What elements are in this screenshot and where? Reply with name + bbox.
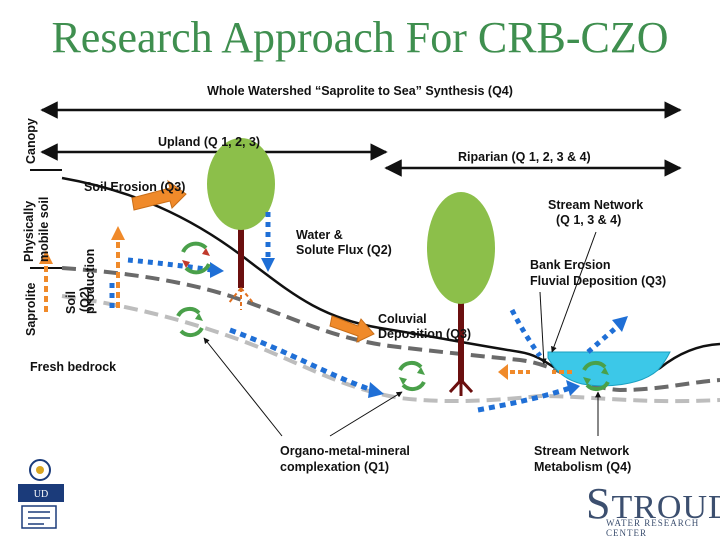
stroud-logo: STROUD — [586, 479, 720, 528]
blue-flux-out-upper-head — [612, 316, 628, 332]
svg-text:UD: UD — [34, 489, 48, 500]
water-flux-label-1: Water & — [296, 228, 343, 242]
page-title: Research Approach For CRB-CZO — [51, 13, 669, 62]
blue-flux-stream-lower-head — [566, 380, 580, 396]
riparian-tree-canopy — [427, 192, 495, 304]
stream-water — [547, 351, 671, 387]
upland-tree-trunk — [238, 218, 244, 288]
organo-label-2: complexation (Q1) — [280, 460, 390, 474]
soil-production-orange-head — [111, 226, 125, 240]
soil-erosion-arrow — [131, 179, 187, 211]
soil-production-label-1: Soil — [64, 291, 78, 314]
blue-flux-deep-head — [368, 382, 384, 398]
metabolism-label-1: Stream Network — [534, 444, 630, 458]
blue-flux-soil-lateral — [127, 257, 213, 273]
organo-callout-2 — [329, 391, 403, 437]
fluvial-deposition-label: Fluvial Deposition (Q3) — [530, 274, 667, 288]
riparian-label: Riparian (Q 1, 2, 3 & 4) — [458, 150, 591, 164]
riparian-tree-roots — [448, 378, 474, 396]
coluvial-label-2: Deposition (Q3) — [378, 327, 472, 341]
upland-label: Upland (Q 1, 2, 3) — [158, 135, 261, 149]
blue-flux-stream-lower — [477, 385, 571, 413]
synthesis-label: Whole Watershed “Saprolite to Sea” Synth… — [207, 84, 513, 98]
cycle-symbol-3 — [398, 360, 426, 392]
cycle-symbol-1 — [181, 241, 211, 275]
saprolite-orange-head — [39, 250, 53, 264]
organo-label-1: Organo-metal-mineral — [280, 444, 410, 458]
upland-tree-roots — [227, 287, 255, 310]
organo-callout — [203, 337, 283, 437]
water-flux-label-2: Solute Flux (Q2) — [296, 243, 392, 257]
stream-network-callout — [551, 231, 597, 353]
cycle-symbol-4 — [582, 360, 610, 392]
fresh-bedrock-label: Fresh bedrock — [30, 360, 117, 374]
stream-network-label-2: (Q 1, 3 & 4) — [556, 213, 622, 227]
blue-flux-water-head — [261, 258, 275, 272]
layer-mobile-soil-label-2: mobile soil — [37, 196, 51, 262]
soil-erosion-label: Soil Erosion (Q3) — [84, 180, 186, 194]
coluvial-label-1: Coluvial — [378, 312, 427, 326]
layer-canopy-label: Canopy — [24, 118, 38, 164]
riparian-tree-trunk — [458, 292, 464, 384]
layer-mobile-soil-label-1: Physically — [22, 200, 36, 262]
stroud-logo-subtitle: WATER RESEARCH CENTER — [606, 518, 700, 538]
blue-flux-riparian — [509, 308, 543, 358]
soil-production-label-2: production — [83, 248, 97, 314]
metabolism-label-2: Metabolism (Q4) — [534, 460, 632, 474]
cycle-symbol-2 — [176, 306, 204, 338]
blue-flux-out-upper — [586, 324, 620, 354]
blue-flux-soil-lateral-head — [210, 262, 224, 278]
bank-erosion-arrowhead — [498, 364, 508, 380]
coluvial-arrow — [329, 315, 375, 343]
bank-erosion-label: Bank Erosion — [530, 258, 611, 272]
saprolite-boundary — [61, 266, 720, 393]
bank-erosion-callout — [539, 291, 547, 365]
university-of-delaware-logo: UD — [14, 456, 70, 536]
layer-saprolite-label: Saprolite — [24, 282, 38, 337]
stream-network-label-1: Stream Network — [548, 198, 644, 212]
upland-tree-canopy — [207, 138, 275, 230]
